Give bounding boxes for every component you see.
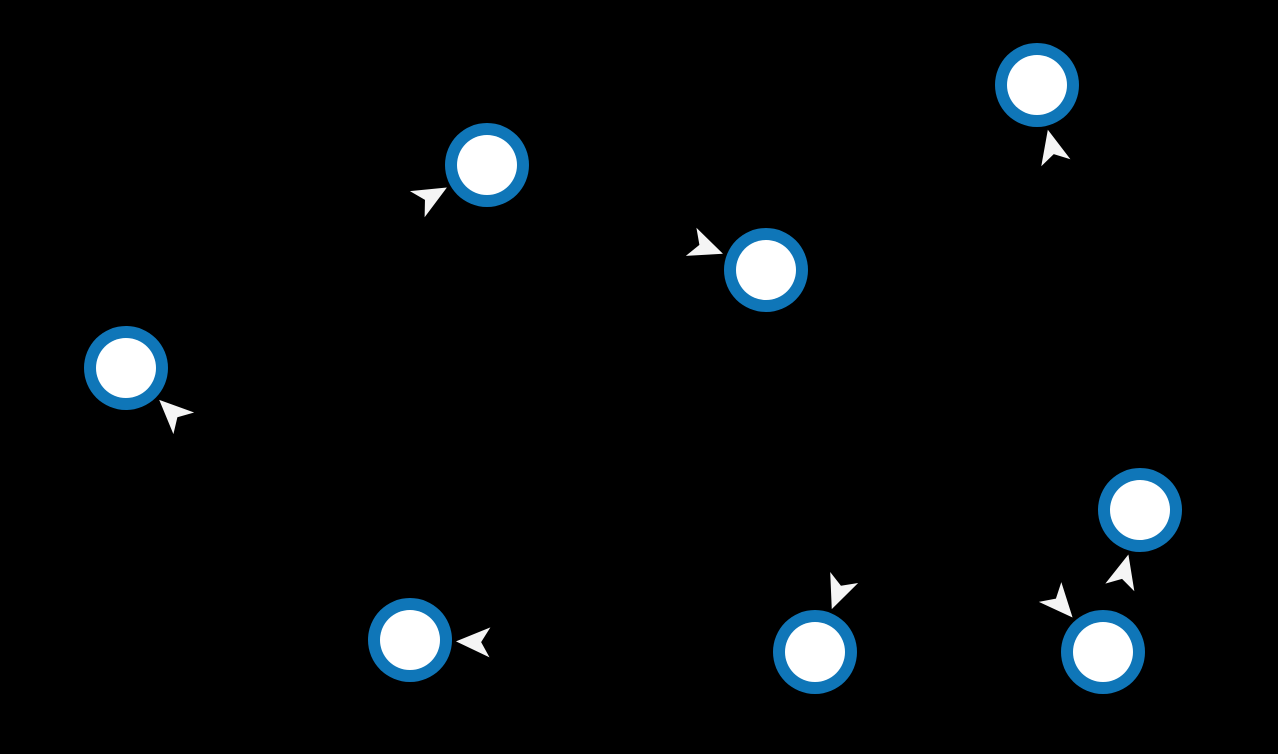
edge-arrowhead-icon — [1038, 582, 1073, 618]
graph-edge[interactable] — [1041, 129, 1132, 466]
node-core — [380, 610, 440, 670]
node-core — [457, 135, 517, 195]
node-core — [736, 240, 796, 300]
graph-edge[interactable] — [529, 179, 723, 256]
graph-node[interactable] — [368, 598, 452, 682]
graph-edge[interactable] — [794, 303, 1073, 618]
graph-node[interactable] — [445, 123, 529, 207]
graph-edge[interactable] — [159, 399, 378, 610]
edge-arrowhead-icon — [1105, 554, 1135, 592]
edge-layer — [159, 127, 1135, 658]
node-core — [1007, 55, 1067, 115]
edge-arrowhead-icon — [159, 399, 195, 435]
graph-edge[interactable] — [1105, 554, 1135, 609]
node-core — [785, 622, 845, 682]
graph-node[interactable] — [773, 610, 857, 694]
graph-edge[interactable] — [830, 127, 1023, 610]
node-layer — [84, 43, 1182, 694]
graph-node[interactable] — [1098, 468, 1182, 552]
edge-arrowhead-icon — [830, 572, 859, 610]
edge-arrowhead-icon — [455, 627, 491, 658]
graph-edge[interactable] — [165, 187, 447, 348]
node-core — [96, 338, 156, 398]
graph-node[interactable] — [995, 43, 1079, 127]
edge-arrowhead-icon — [409, 187, 447, 218]
edge-arrowhead-icon — [685, 227, 723, 256]
graph-edge[interactable] — [455, 627, 769, 658]
node-core — [1073, 622, 1133, 682]
graph-node[interactable] — [724, 228, 808, 312]
node-core — [1110, 480, 1170, 540]
edge-arrowhead-icon — [1041, 129, 1071, 167]
graph-node[interactable] — [1061, 610, 1145, 694]
graph-node[interactable] — [84, 326, 168, 410]
